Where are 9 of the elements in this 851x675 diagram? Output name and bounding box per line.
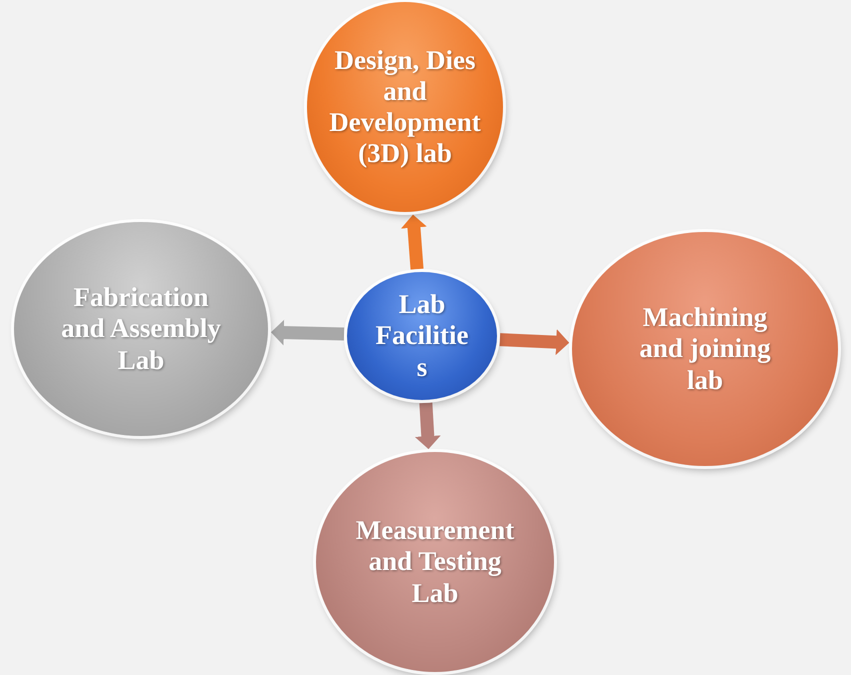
block-arrow <box>414 402 441 450</box>
block-arrow <box>401 214 427 270</box>
node-label: Fabrication and Assembly Lab <box>60 282 222 376</box>
node-label: Design, Dies and Development (3D) lab <box>329 44 481 170</box>
node-label: Measurement and Testing Lab <box>354 515 516 609</box>
node-label: Lab Facilities <box>374 289 470 383</box>
block-arrow <box>500 329 570 356</box>
block-arrow <box>270 320 344 346</box>
node-label: Machining and joining lab <box>638 302 772 396</box>
